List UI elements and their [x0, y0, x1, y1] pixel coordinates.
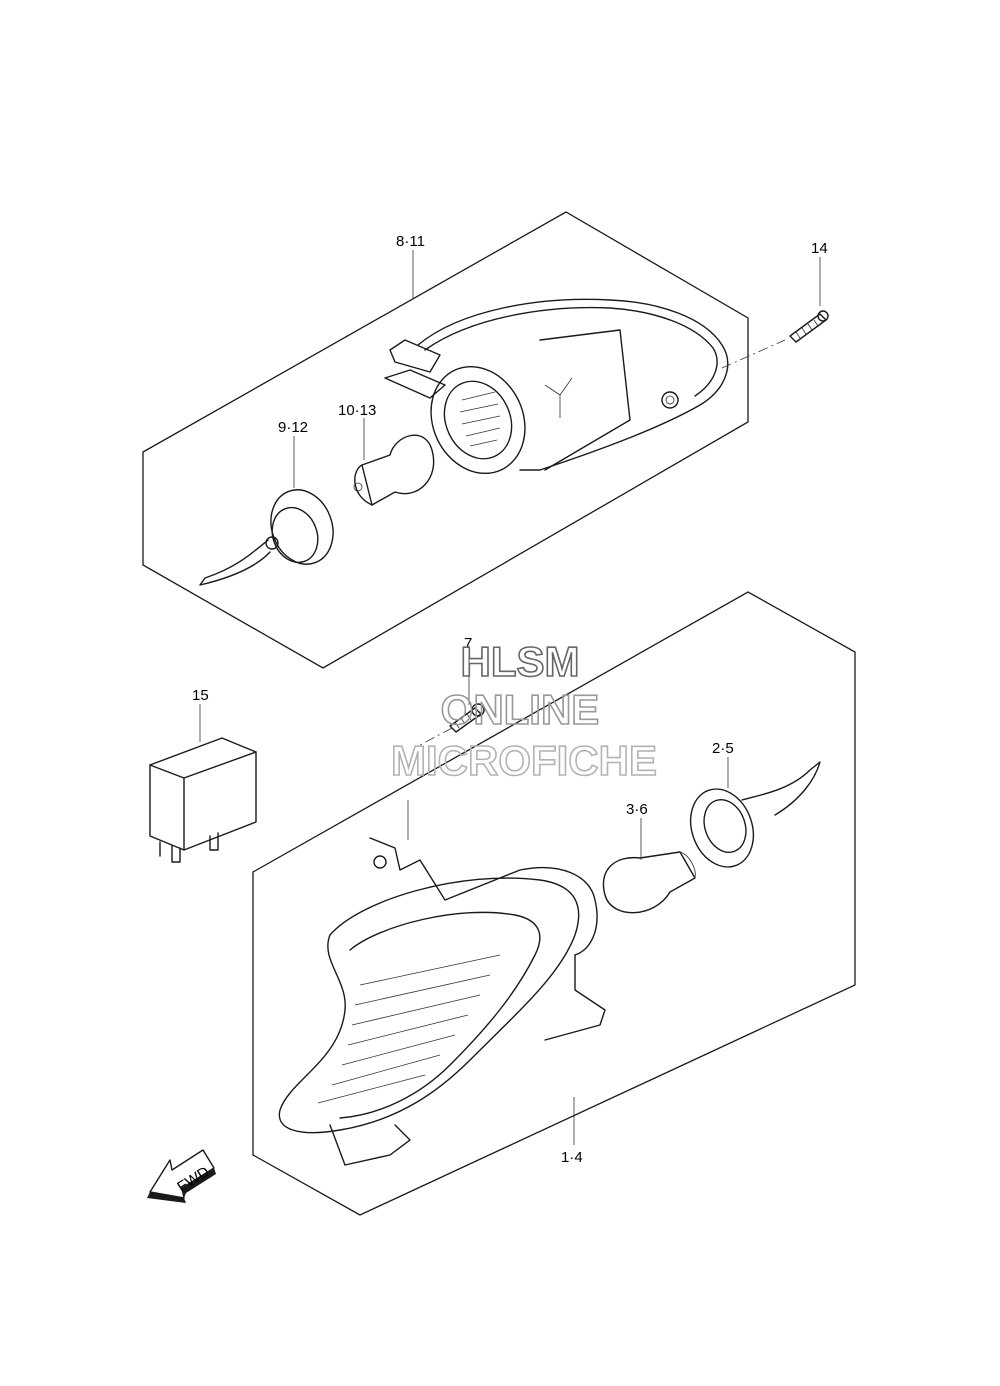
- callout-8-11: 8·11: [396, 233, 425, 250]
- screw-14: [789, 310, 829, 343]
- rear-bulb: [353, 434, 435, 506]
- callout-2-5: 2·5: [712, 740, 734, 757]
- watermark-line-2: ONLINE: [441, 686, 600, 733]
- callout-9-12: 9·12: [278, 419, 308, 436]
- fwd-arrow-icon: FWD: [147, 1149, 216, 1203]
- watermark: HLSM ONLINE MICROFICHE: [390, 637, 658, 785]
- leader-lines: [199, 250, 821, 1145]
- front-lamp-lens: [278, 877, 580, 1134]
- watermark-line-3: MICROFICHE: [391, 737, 657, 784]
- rear-bulb-socket: [199, 489, 334, 586]
- callout-15: 15: [192, 687, 209, 704]
- screw-7: [449, 703, 485, 733]
- upper-group-frame: [142, 211, 749, 669]
- front-lamp-housing: [329, 837, 606, 1166]
- watermark-line-1: HLSM: [461, 638, 580, 685]
- callout-7: 7: [464, 635, 472, 652]
- front-bulb: [602, 851, 696, 914]
- lower-group-frame: [252, 591, 856, 1216]
- rear-lamp-housing: [384, 298, 729, 471]
- rear-lamp-socket-ring: [430, 365, 526, 475]
- front-bulb-socket: [689, 761, 821, 868]
- callout-14: 14: [811, 240, 828, 257]
- callout-10-13: 10·13: [338, 402, 376, 419]
- callout-1-4: 1·4: [561, 1149, 583, 1166]
- relay-15: [149, 737, 257, 863]
- callout-3-6: 3·6: [626, 801, 648, 818]
- fwd-label: FWD: [174, 1163, 212, 1196]
